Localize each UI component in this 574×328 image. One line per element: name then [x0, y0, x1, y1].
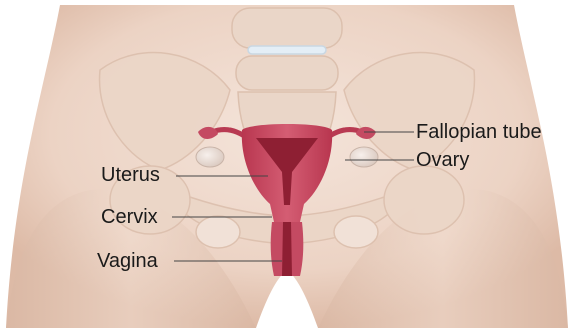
right-ovary [350, 147, 378, 167]
left-ovary [196, 147, 224, 167]
label-vagina: Vagina [97, 251, 158, 271]
label-cervix: Cervix [101, 207, 158, 227]
label-uterus: Uterus [101, 165, 160, 185]
label-fallopian-tube: Fallopian tube [416, 122, 542, 142]
vaginal-canal [282, 222, 292, 276]
label-ovary: Ovary [416, 150, 469, 170]
